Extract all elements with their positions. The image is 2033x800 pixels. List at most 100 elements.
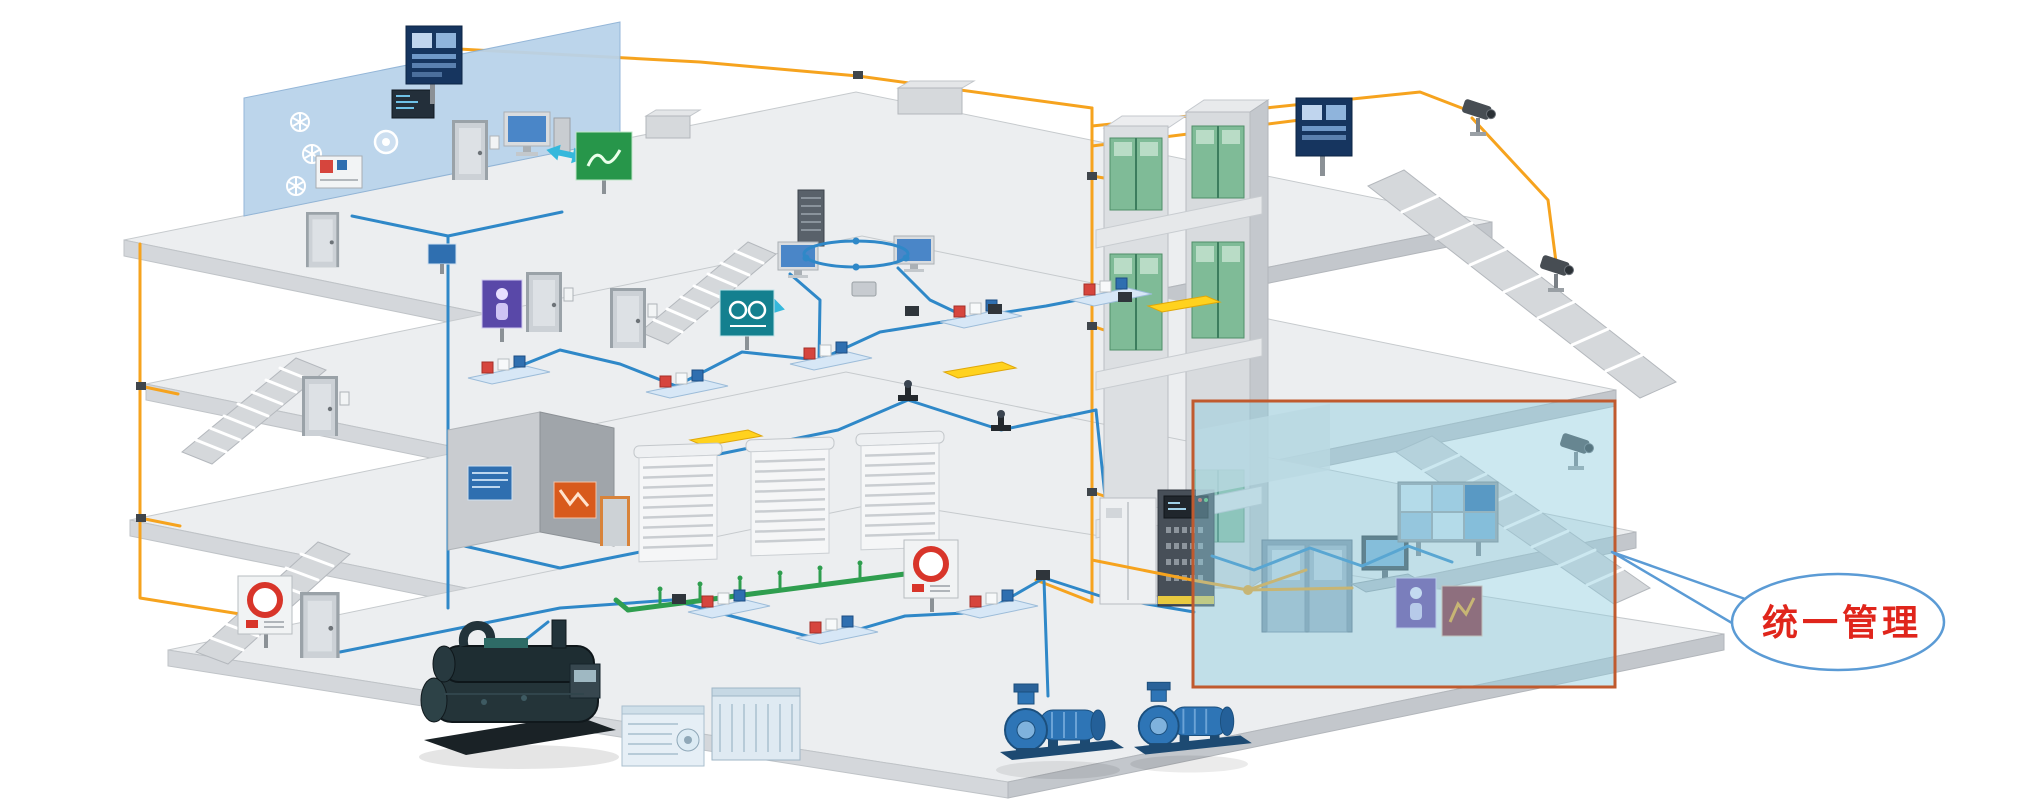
fan-icon bbox=[290, 112, 310, 132]
unified-management-callout: 统一管理 bbox=[1610, 550, 1946, 672]
level-2-equipment bbox=[181, 357, 1215, 607]
rooftop-unit bbox=[896, 80, 976, 115]
wall-screen-orange bbox=[553, 481, 597, 519]
step-lines bbox=[652, 249, 765, 334]
wall-screen-blue bbox=[467, 465, 513, 501]
junction-box bbox=[136, 382, 146, 390]
workstation-pc bbox=[503, 111, 571, 156]
level-3-equipment bbox=[427, 189, 1574, 399]
access-door bbox=[452, 120, 500, 180]
security-display-purple bbox=[481, 279, 523, 342]
access-door bbox=[302, 376, 350, 436]
step-lines bbox=[1400, 194, 1644, 373]
control-room-interior bbox=[1090, 404, 1652, 637]
room-back-wall bbox=[1196, 404, 1330, 496]
access-door bbox=[600, 496, 630, 546]
elevator-door bbox=[1109, 137, 1163, 211]
printer bbox=[851, 281, 877, 297]
reader-box bbox=[1118, 292, 1132, 302]
card-reader bbox=[647, 303, 658, 318]
vent-icon bbox=[373, 129, 399, 155]
control-panel bbox=[315, 155, 363, 189]
water-pump bbox=[1130, 681, 1252, 773]
fan-icon bbox=[286, 176, 306, 196]
access-control-panel bbox=[687, 589, 771, 619]
reader-box bbox=[1036, 570, 1050, 580]
air-handling-units bbox=[621, 687, 801, 767]
security-display-purple bbox=[1395, 577, 1437, 629]
junction-box bbox=[136, 514, 146, 522]
water-pump bbox=[996, 683, 1124, 779]
access-door bbox=[300, 592, 340, 658]
cable-segment bbox=[1246, 568, 1308, 592]
access-door bbox=[306, 212, 340, 268]
cable-segment bbox=[138, 242, 242, 616]
staircase-left-upper bbox=[181, 357, 327, 465]
elevator-door bbox=[1191, 125, 1245, 199]
access-control-panel bbox=[795, 615, 879, 645]
window-blinds bbox=[745, 436, 835, 557]
junction-box bbox=[1087, 172, 1097, 180]
access-control-panel bbox=[467, 355, 551, 385]
rooftop-hvac-plant-wall bbox=[243, 21, 621, 217]
reader-box bbox=[905, 306, 919, 316]
slab-band bbox=[1095, 337, 1263, 391]
junction-box bbox=[1087, 488, 1097, 496]
reader-box bbox=[672, 594, 686, 604]
window-blinds bbox=[633, 442, 723, 563]
cable-segment bbox=[1042, 578, 1050, 698]
information-signboard bbox=[1295, 97, 1353, 176]
slab-band bbox=[1095, 195, 1263, 249]
hmi-screen bbox=[391, 89, 435, 119]
callout-bubble bbox=[1730, 572, 1946, 672]
callout-label: 统一管理 bbox=[1762, 602, 1922, 643]
valve-icon bbox=[991, 410, 1011, 431]
step-lines bbox=[194, 366, 312, 454]
junction-box bbox=[853, 71, 863, 79]
chiller-unit bbox=[419, 619, 619, 769]
valve-icon bbox=[898, 380, 918, 401]
server-rack bbox=[797, 189, 825, 247]
access-control-panel bbox=[789, 341, 873, 371]
fire-alarm-panel bbox=[237, 575, 293, 648]
cable-segment bbox=[1210, 544, 1454, 572]
alarm-display-red bbox=[1441, 585, 1483, 637]
cable-segment bbox=[1246, 586, 1354, 592]
access-door bbox=[526, 272, 574, 332]
rooftop-unit bbox=[644, 109, 702, 139]
elevator-door bbox=[1109, 253, 1163, 351]
surveillance-camera bbox=[1560, 433, 1594, 470]
surveillance-camera bbox=[1462, 99, 1496, 136]
reader-box bbox=[988, 304, 1002, 314]
access-control-panel bbox=[955, 589, 1039, 619]
card-reader bbox=[563, 287, 574, 302]
equipment-room bbox=[447, 411, 615, 551]
wall-display-blue bbox=[427, 243, 457, 274]
cable-segment bbox=[788, 272, 822, 362]
info-display-green bbox=[575, 131, 633, 194]
level-1-equipment bbox=[195, 539, 1252, 779]
control-room-highlight bbox=[1191, 399, 1617, 689]
cable-segment bbox=[458, 543, 642, 570]
access-door bbox=[610, 288, 658, 348]
card-reader bbox=[339, 391, 350, 406]
junction-box bbox=[1087, 322, 1097, 330]
staircase-center bbox=[639, 241, 777, 345]
cable-segment bbox=[138, 384, 180, 396]
video-wall bbox=[1397, 481, 1499, 556]
information-signboard bbox=[405, 25, 463, 104]
yellow-light-fixture bbox=[942, 361, 1018, 379]
cable-segment bbox=[138, 516, 182, 528]
window-blinds bbox=[855, 430, 945, 551]
level-4-equipment bbox=[243, 21, 1496, 268]
card-reader bbox=[489, 135, 500, 150]
access-control-panel bbox=[645, 369, 729, 399]
power-distribution-cabinets bbox=[1099, 489, 1215, 607]
yellow-light-fixture bbox=[1146, 295, 1222, 313]
network-ring bbox=[802, 237, 910, 271]
cable-segment bbox=[1470, 116, 1558, 264]
surveillance-camera bbox=[1540, 255, 1574, 292]
fire-alarm-panel bbox=[903, 539, 959, 612]
staircase-right-upper bbox=[1367, 169, 1677, 399]
